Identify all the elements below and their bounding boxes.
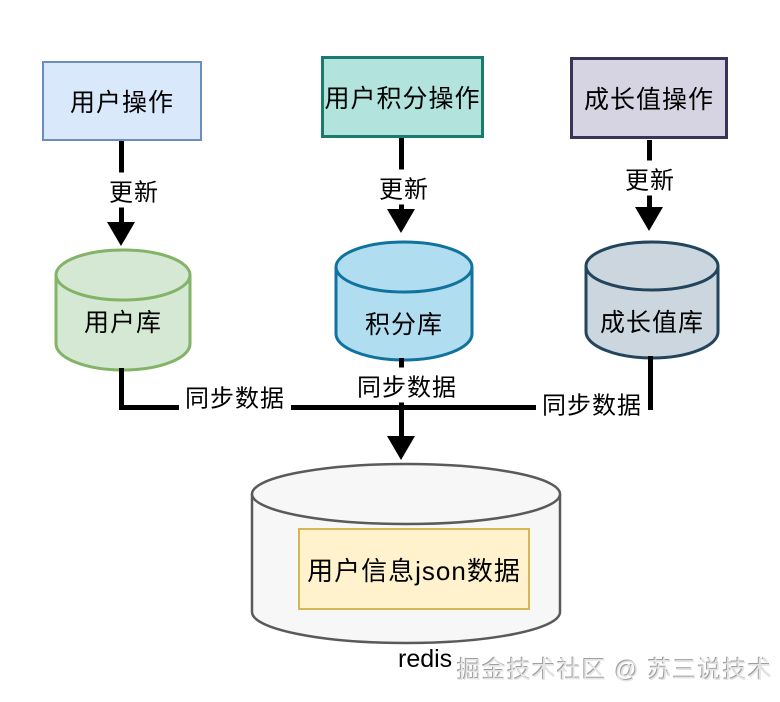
sync-user-vertical-line <box>119 368 124 410</box>
sync-user-label: 同步数据 <box>179 378 291 414</box>
source-box-points-operation: 用户积分操作 <box>321 56 484 138</box>
sync-growth-vertical-line <box>648 356 653 410</box>
redis-cylinder-top <box>250 462 562 526</box>
database-cylinder-user-top <box>54 248 192 302</box>
source-box-growth-operation-label: 成长值操作 <box>583 86 714 114</box>
sync-points-head-icon <box>387 436 415 460</box>
watermark: 掘金技术社区 @ 苏三说技术 <box>457 657 773 684</box>
sync-points-label: 同步数据 <box>351 367 463 403</box>
redis-caption: redis <box>398 645 453 673</box>
source-box-points-operation-label: 用户积分操作 <box>324 85 481 113</box>
source-box-user-operation: 用户操作 <box>42 61 202 141</box>
arrow-update-user-label: 更新 <box>103 172 165 208</box>
arrow-update-user-head-icon <box>107 222 135 246</box>
database-cylinder-user: 用户库 <box>53 247 193 373</box>
database-cylinder-user-label: 用户库 <box>83 309 162 337</box>
database-cylinder-points-label: 积分库 <box>364 311 443 339</box>
arrow-update-growth-label: 更新 <box>619 160 681 196</box>
database-cylinder-points-top <box>334 240 474 294</box>
redis-json-data-label: 用户信息json数据 <box>307 555 521 586</box>
database-cylinder-growth-top <box>584 240 720 292</box>
database-cylinder-growth-label: 成长值库 <box>599 309 704 337</box>
source-box-growth-operation: 成长值操作 <box>570 57 728 139</box>
sync-growth-label: 同步数据 <box>536 385 648 421</box>
database-cylinder-growth: 成长值库 <box>583 239 721 361</box>
database-cylinder-points: 积分库 <box>333 239 475 363</box>
sync-growth-horizontal-line <box>402 405 653 410</box>
source-box-user-operation-label: 用户操作 <box>69 89 174 117</box>
arrow-update-points-label: 更新 <box>373 169 435 205</box>
arrow-update-points-head-icon <box>387 209 415 233</box>
arrow-update-growth-head-icon <box>635 207 663 231</box>
redis-json-data-box: 用户信息json数据 <box>298 528 530 610</box>
